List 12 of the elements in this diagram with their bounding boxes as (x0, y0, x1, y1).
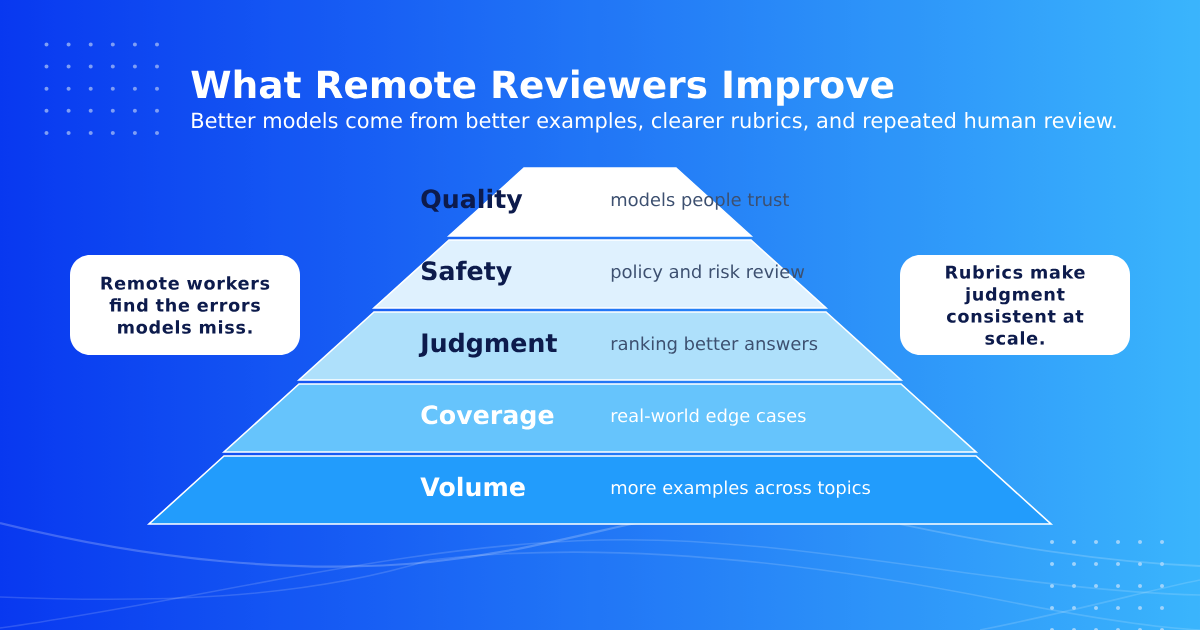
callout-box: Rubrics make judgment consistent at scale. (900, 255, 1130, 355)
level-title: Coverage (421, 405, 554, 430)
level-title: Safety (422, 260, 512, 286)
subtitle: Better models come from better examples, clearer rubrics, and repeated human review. (192, 112, 1116, 133)
level-description: ranking better answers (611, 336, 818, 354)
level-title: Judgment (418, 332, 557, 358)
level-title: Volume (420, 476, 525, 497)
pyramid-level (421, 167, 789, 237)
level-description: more examples across topics (611, 480, 870, 498)
title: What Remote Reviewers Improve (191, 69, 894, 106)
callout-box: Remote workers find the errors models miss. (70, 255, 300, 355)
level-description: real-world edge cases (611, 408, 806, 426)
